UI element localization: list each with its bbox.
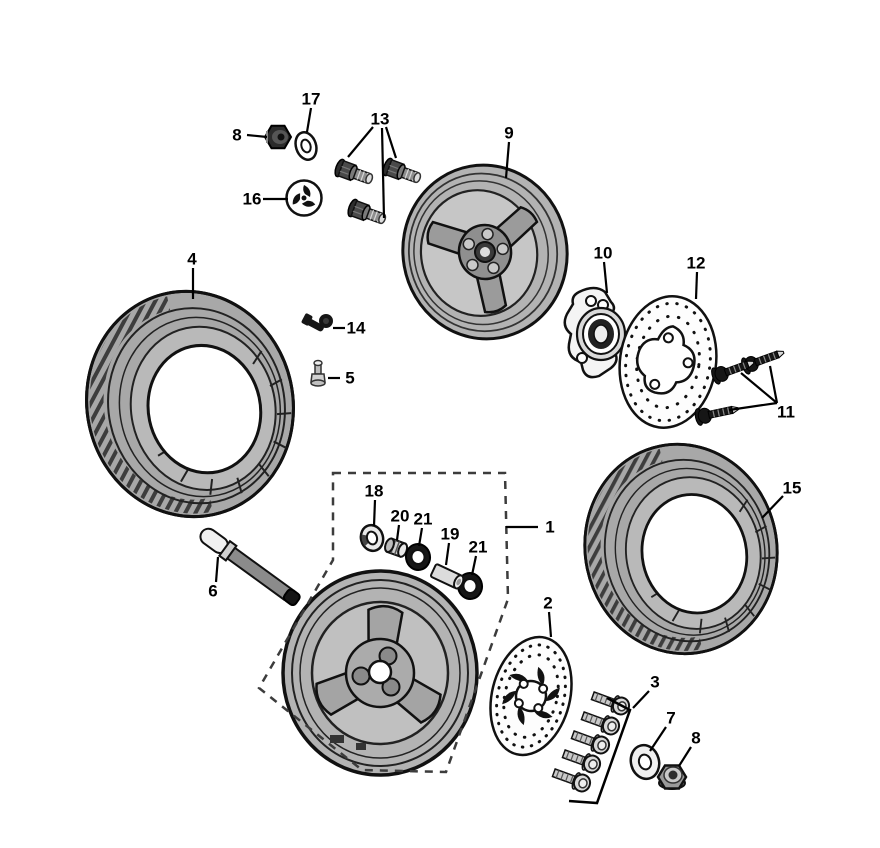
balance-weight	[330, 735, 344, 743]
part-label-21-21: 21	[414, 510, 433, 529]
part-label-16-16: 16	[243, 190, 262, 209]
screw-group-bracket	[568, 696, 632, 805]
leader-line-11	[768, 365, 779, 404]
part-label-6-5: 6	[208, 582, 217, 601]
leader-line-8	[678, 746, 692, 767]
leader-line-13	[347, 126, 374, 158]
front-axle	[199, 527, 301, 607]
leader-line-10	[602, 261, 609, 294]
leader-line-20	[395, 524, 401, 541]
part-label-2-1: 2	[543, 594, 552, 613]
part-label-10-10: 10	[594, 244, 613, 263]
leader-line-8	[246, 133, 268, 139]
part-label-12-12: 12	[687, 254, 706, 273]
leader-line-12	[694, 271, 699, 300]
valve-stem	[310, 359, 326, 387]
part-label-19-19: 19	[441, 525, 460, 544]
rear-brake-disc	[618, 295, 718, 429]
front-brake-disc	[489, 635, 573, 757]
part-label-7-6: 7	[666, 709, 675, 728]
part-label-4-3: 4	[187, 250, 197, 269]
leader-line-13	[384, 126, 398, 159]
claw-retainer	[285, 179, 323, 217]
leader-line-18	[372, 499, 377, 527]
leader-line-6	[214, 556, 220, 583]
leader-line-3	[632, 690, 650, 709]
front-tire	[564, 424, 798, 674]
part-label-9-9: 9	[504, 124, 513, 143]
balance-weight	[356, 743, 366, 750]
part-label-8-8: 8	[691, 729, 700, 748]
part-label-1-0: 1	[545, 518, 554, 537]
washer-17	[294, 131, 318, 161]
front-wheel-rim	[281, 569, 479, 777]
leader-line-19	[444, 542, 451, 566]
part-label-15-15: 15	[783, 479, 802, 498]
axle-nut-front	[656, 764, 688, 790]
leader-line-21	[470, 555, 478, 576]
leader-line-15	[761, 495, 784, 519]
leader-line-21	[417, 527, 424, 547]
leader-line-11	[740, 372, 778, 404]
leader-line-11	[728, 401, 778, 412]
part-label-18-18: 18	[365, 482, 384, 501]
part-label-8-7: 8	[232, 126, 241, 145]
washer-7	[629, 743, 661, 781]
rear-tire	[64, 270, 316, 538]
part-label-21-22: 21	[469, 538, 488, 557]
part-label-20-20: 20	[391, 507, 410, 526]
part-label-14-14: 14	[347, 319, 366, 338]
leader-line-9	[504, 141, 511, 179]
part-label-13-13: 13	[371, 110, 390, 129]
part-label-3-2: 3	[650, 673, 659, 692]
dust-seal	[359, 523, 385, 553]
part-label-11-11: 11	[777, 403, 795, 422]
leader-line-7	[649, 726, 667, 752]
part-label-5-4: 5	[345, 369, 354, 388]
leader-line-2	[547, 611, 553, 638]
angled-valve	[301, 313, 333, 332]
leader-line-13	[380, 127, 386, 219]
rear-wheel-rim	[401, 163, 569, 341]
axle-nut	[263, 124, 293, 150]
part-label-17-17: 17	[302, 90, 321, 109]
leader-line-17	[305, 107, 313, 133]
splined-bushing	[384, 537, 409, 558]
spacer-tube	[430, 563, 465, 590]
disc-screws-front	[549, 686, 633, 805]
hub-carrier	[563, 286, 627, 379]
